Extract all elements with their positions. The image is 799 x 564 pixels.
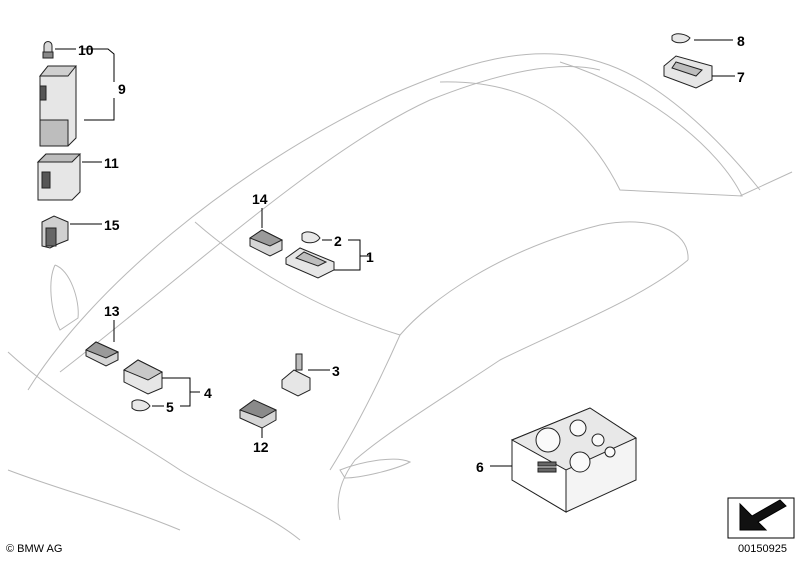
part-13-module [85,320,120,367]
part-11-socket [36,153,102,201]
car-front-seat-line [50,264,79,331]
car-windshield-line [59,66,601,373]
part-3-sensor [281,353,330,397]
car-lower-line [7,469,181,531]
part-7-vanity-light [663,55,735,89]
callout-6[interactable]: 6 [476,459,484,475]
part-6-bulb-kit-box [490,407,638,513]
part-2-bulb [301,231,332,244]
callout-12[interactable]: 12 [253,439,269,455]
car-dash-line [7,351,301,541]
diagram-number: 00150925 [738,543,787,555]
callout-13[interactable]: 13 [104,303,120,319]
car-mirror-line [339,458,412,479]
part-1-interior-light [285,239,370,279]
car-rear-window-line [439,61,743,197]
car-body-outline [7,53,793,541]
car-headliner-line [194,221,689,336]
part-4-footwell-light [122,359,200,407]
callout-15[interactable]: 15 [104,217,120,233]
callout-5[interactable]: 5 [166,399,174,415]
callout-labels: 1 2 3 4 5 6 7 8 9 10 11 12 13 14 15 [78,33,745,475]
part-14-module [248,208,284,257]
callout-9[interactable]: 9 [118,81,126,97]
part-12-module [238,399,278,438]
arrow-icon [727,497,795,539]
callout-8[interactable]: 8 [737,33,745,49]
car-rear-deck-line [739,171,793,197]
car-roof-line [27,53,761,391]
part-5-bulb [131,399,164,412]
part-8-festoon-bulb [671,33,733,44]
part-15-clip [41,215,102,249]
callout-2[interactable]: 2 [334,233,342,249]
callout-10[interactable]: 10 [78,42,94,58]
callout-3[interactable]: 3 [332,363,340,379]
part-9-housing [38,48,115,147]
callout-11[interactable]: 11 [104,155,119,171]
copyright-text: © BMW AG [6,543,62,555]
callout-14[interactable]: 14 [252,191,268,207]
car-pillar-line [329,334,401,471]
callout-1[interactable]: 1 [366,249,374,265]
callout-4[interactable]: 4 [204,385,212,401]
callout-7[interactable]: 7 [737,69,745,85]
part-10-bulb [42,41,76,59]
